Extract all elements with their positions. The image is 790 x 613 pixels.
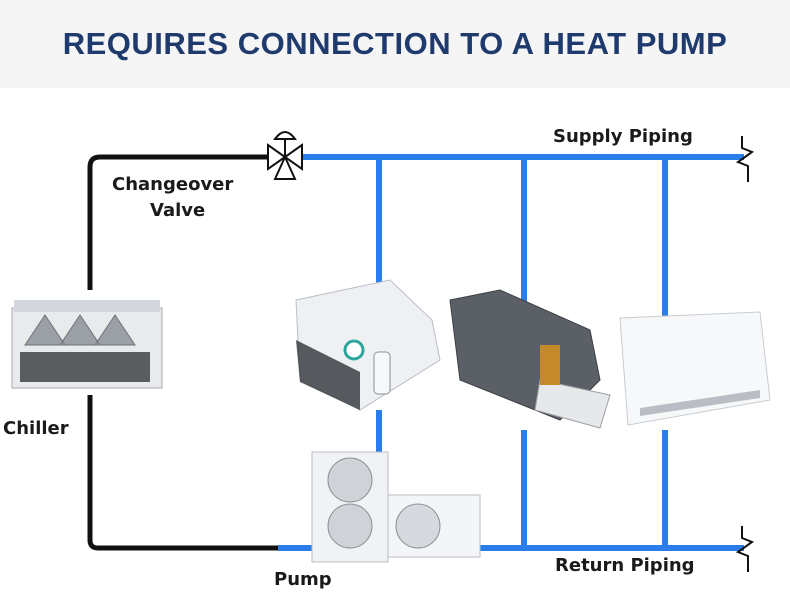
changeover-valve-icon	[267, 131, 303, 180]
supply-piping-label: Supply Piping	[553, 126, 693, 147]
chiller-label: Chiller	[3, 418, 69, 439]
pipe-break-icon	[735, 136, 755, 182]
floor-console-fan-coil-icon	[619, 311, 771, 426]
cassette-fan-coil-icon	[295, 279, 441, 411]
riser-2	[521, 157, 527, 307]
title-banner: REQUIRES CONNECTION TO A HEAT PUMP	[0, 0, 790, 88]
outdoor-condenser-icon	[311, 451, 481, 563]
black-loop-pipe	[87, 154, 280, 551]
piping-diagram	[11, 131, 771, 572]
riser-2-lower	[521, 430, 527, 548]
return-piping-label: Return Piping	[555, 555, 695, 576]
ducted-fan-coil-icon	[449, 289, 611, 429]
pipe-break-icon	[735, 526, 755, 572]
riser-3	[662, 157, 668, 317]
changeover-valve-label-line2: Valve	[150, 200, 206, 221]
riser-1-lower	[376, 410, 382, 455]
pump-label: Pump	[274, 569, 332, 590]
riser-1	[376, 157, 382, 307]
changeover-valve-label-line1: Changeover	[112, 174, 234, 195]
chiller-unit-icon	[11, 300, 163, 389]
return-pipe	[278, 545, 744, 551]
page-title: REQUIRES CONNECTION TO A HEAT PUMP	[62, 26, 728, 61]
riser-3-lower	[662, 430, 668, 548]
